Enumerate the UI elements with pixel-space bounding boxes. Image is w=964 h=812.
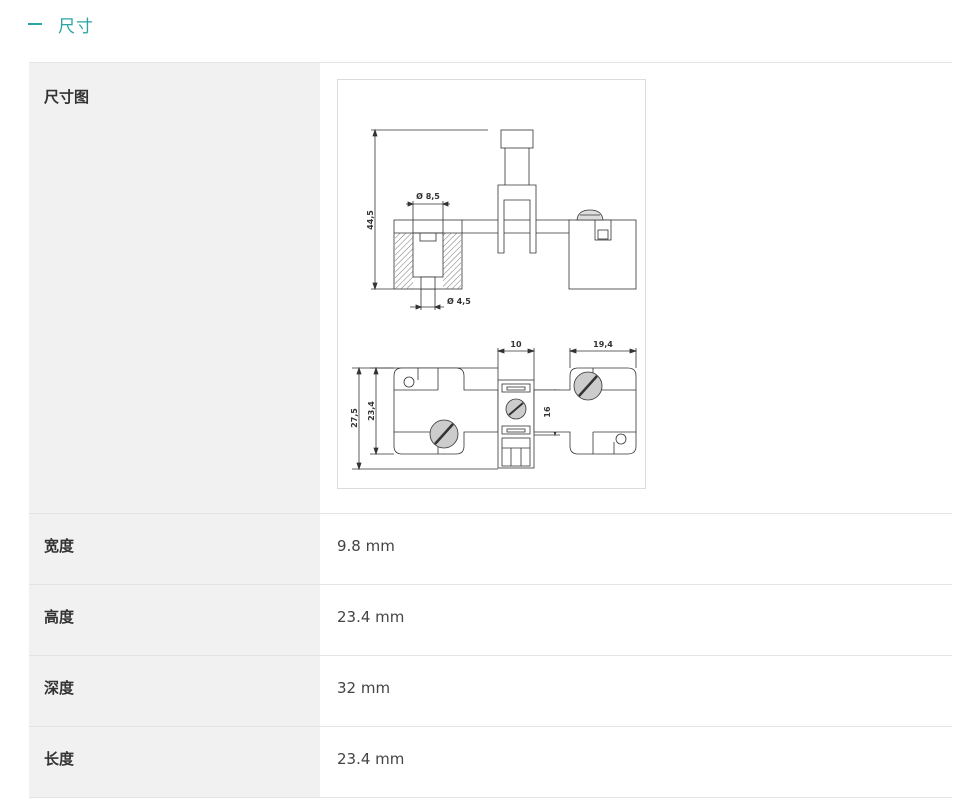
dim-label-16: 16 [543,406,552,418]
spec-label: 尺寸图 [29,62,320,514]
dim-label-10: 10 [510,340,522,349]
dim-label-27-5: 27,5 [350,408,359,428]
section-title: 尺寸 [58,16,94,37]
table-row: 高度 23.4 mm [29,584,952,656]
dim-label-dia-4-5: Ø 4,5 [447,296,471,306]
spec-value: 32 mm [320,655,952,727]
table-row: 长度 23.4 mm [29,726,952,798]
dimensions-table: 尺寸图 [29,62,952,798]
spec-value: 23.4 mm [320,584,952,656]
spec-value: 9.8 mm [320,513,952,585]
spec-label: 长度 [29,726,320,798]
spec-label: 高度 [29,584,320,656]
dim-label-dia-8-5: Ø 8,5 [416,191,440,201]
spec-label: 深度 [29,655,320,727]
dimension-drawing: 44,5 Ø 8,5 Ø 4,5 10 19,4 16 27,5 23,4 [337,79,646,489]
dimension-drawing-svg: 44,5 Ø 8,5 Ø 4,5 10 19,4 16 27,5 23,4 [350,128,638,471]
table-row: 深度 32 mm [29,655,952,727]
dim-label-19-4: 19,4 [593,340,613,349]
spec-value: 23.4 mm [320,726,952,798]
dim-label-23-4: 23,4 [367,401,376,421]
table-row: 宽度 9.8 mm [29,513,952,585]
table-row: 尺寸图 [29,62,952,514]
dim-label-44-5: 44,5 [366,210,375,230]
spec-label: 宽度 [29,513,320,585]
spec-value: 44,5 Ø 8,5 Ø 4,5 10 19,4 16 27,5 23,4 [320,62,952,514]
dimensions-section-header[interactable]: 尺寸 [28,10,94,38]
collapse-minus-icon[interactable] [28,23,42,25]
